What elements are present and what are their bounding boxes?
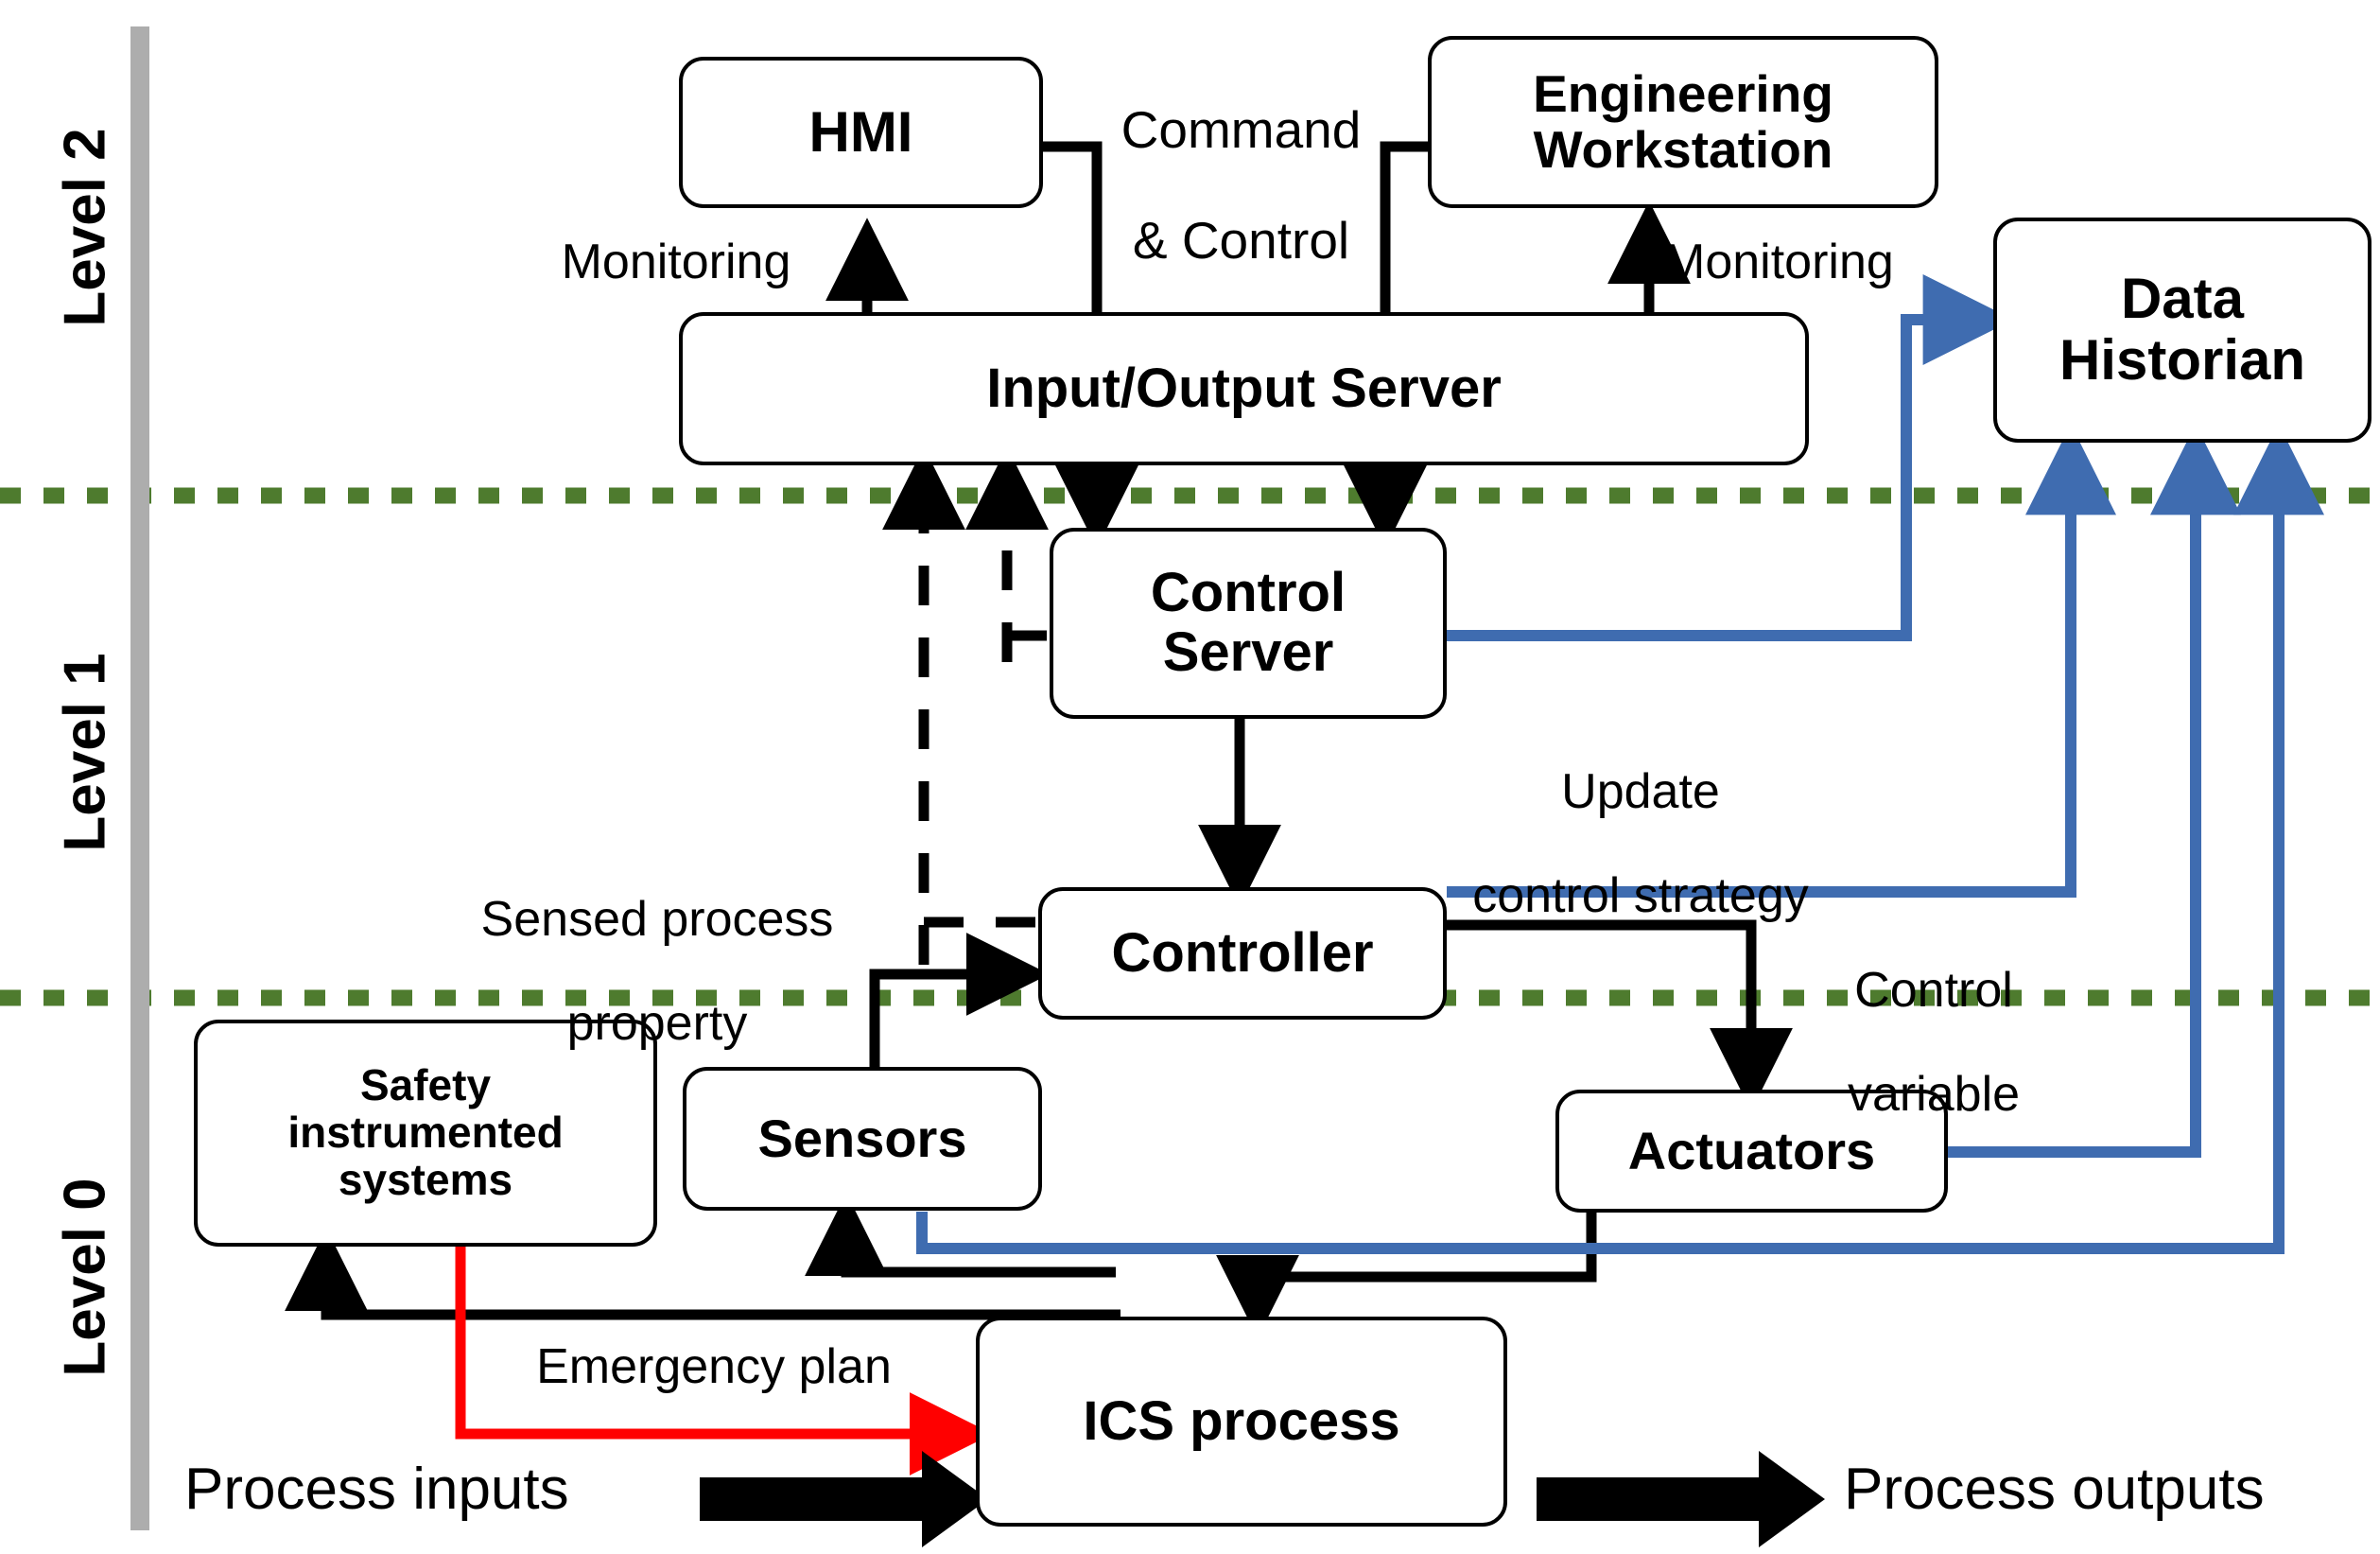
node-safety-label-line2: instrumented	[287, 1108, 564, 1158]
level-label-level-1: Level 1	[52, 653, 118, 852]
label-sensed-process-property-line2: property	[566, 996, 748, 1052]
process-inputs-arrow-icon	[700, 1451, 988, 1547]
node-safety-label-line3: systems	[338, 1154, 513, 1204]
edge-actuators-to-historian	[1948, 424, 2241, 1158]
node-io-server-label: Input/Output Server	[986, 357, 1502, 419]
level-label-level-2: Level 2	[52, 128, 118, 327]
label-process-inputs: Process inputs	[184, 1457, 569, 1522]
edge-ics-process-to-safety	[285, 1228, 1121, 1320]
label-process-outputs: Process outputs	[1844, 1457, 2265, 1522]
level-rail	[130, 26, 149, 1530]
edge-control-server-to-historian	[1447, 274, 2014, 641]
node-safety-label-line1: Safety	[359, 1060, 492, 1110]
edge-sensors-to-historian	[916, 424, 2324, 1254]
node-engineering-workstation[interactable]: Engineering Workstation	[1428, 36, 1938, 208]
node-actuators[interactable]: Actuators	[1555, 1090, 1948, 1213]
node-data-historian[interactable]: Data Historian	[1993, 218, 2371, 443]
edge-ics-process-to-sensors	[805, 1193, 1116, 1278]
label-update-control-strategy-line2: control strategy	[1472, 868, 1809, 924]
node-controller[interactable]: Controller	[1038, 887, 1447, 1020]
label-control-variable-line1: Control	[1854, 963, 2013, 1019]
node-engineering-workstation-label-line1: Engineering	[1533, 63, 1833, 123]
node-sensors-label: Sensors	[757, 1108, 967, 1168]
label-monitoring-left: Monitoring	[561, 235, 791, 289]
node-ics-process[interactable]: ICS process	[976, 1317, 1507, 1527]
label-sensed-process-property-line1: Sensed process	[480, 892, 834, 948]
label-command-control-line2: & Control	[1132, 210, 1350, 270]
node-io-server[interactable]: Input/Output Server	[679, 312, 1809, 465]
node-control-server-label-line1: Control	[1150, 562, 1346, 624]
edge-controller-to-historian	[1447, 424, 2116, 898]
label-sensed-process-property: Sensed process property	[430, 842, 884, 1103]
node-control-server-label-line2: Server	[1162, 621, 1334, 683]
node-data-historian-label-line1: Data	[2120, 267, 2245, 331]
level-label-level-0: Level 0	[52, 1178, 118, 1377]
label-command-control: Command & Control	[1083, 47, 1399, 323]
label-control-variable-line2: variable	[1847, 1067, 2021, 1123]
label-emergency-plan: Emergency plan	[536, 1339, 892, 1394]
node-hmi[interactable]: HMI	[679, 57, 1043, 208]
label-update-control-strategy: Update control strategy	[1447, 714, 1834, 975]
edge-emergency-plan	[455, 1247, 993, 1475]
node-safety-instrumented-systems[interactable]: Safety instrumented systems	[194, 1020, 657, 1247]
label-control-variable: Control variable	[1778, 913, 2090, 1174]
node-actuators-label: Actuators	[1627, 1120, 1876, 1180]
process-outputs-arrow-icon	[1537, 1451, 1825, 1547]
node-engineering-workstation-label-line2: Workstation	[1533, 120, 1833, 179]
node-control-server[interactable]: Control Server	[1050, 528, 1447, 719]
process-io-block-arrows	[700, 1451, 1825, 1547]
node-sensors[interactable]: Sensors	[683, 1067, 1042, 1211]
label-monitoring-right: Monitoring	[1664, 235, 1894, 289]
edge-actuators-to-ics-process	[1216, 1212, 1597, 1338]
label-command-control-line1: Command	[1121, 100, 1362, 160]
node-ics-process-label: ICS process	[1083, 1389, 1400, 1452]
node-data-historian-label-line2: Historian	[2059, 328, 2306, 392]
node-hmi-label: HMI	[808, 99, 913, 164]
node-controller-label: Controller	[1111, 921, 1374, 984]
label-update-control-strategy-line1: Update	[1561, 764, 1720, 820]
edge-controller-to-actuators	[1447, 919, 1793, 1111]
